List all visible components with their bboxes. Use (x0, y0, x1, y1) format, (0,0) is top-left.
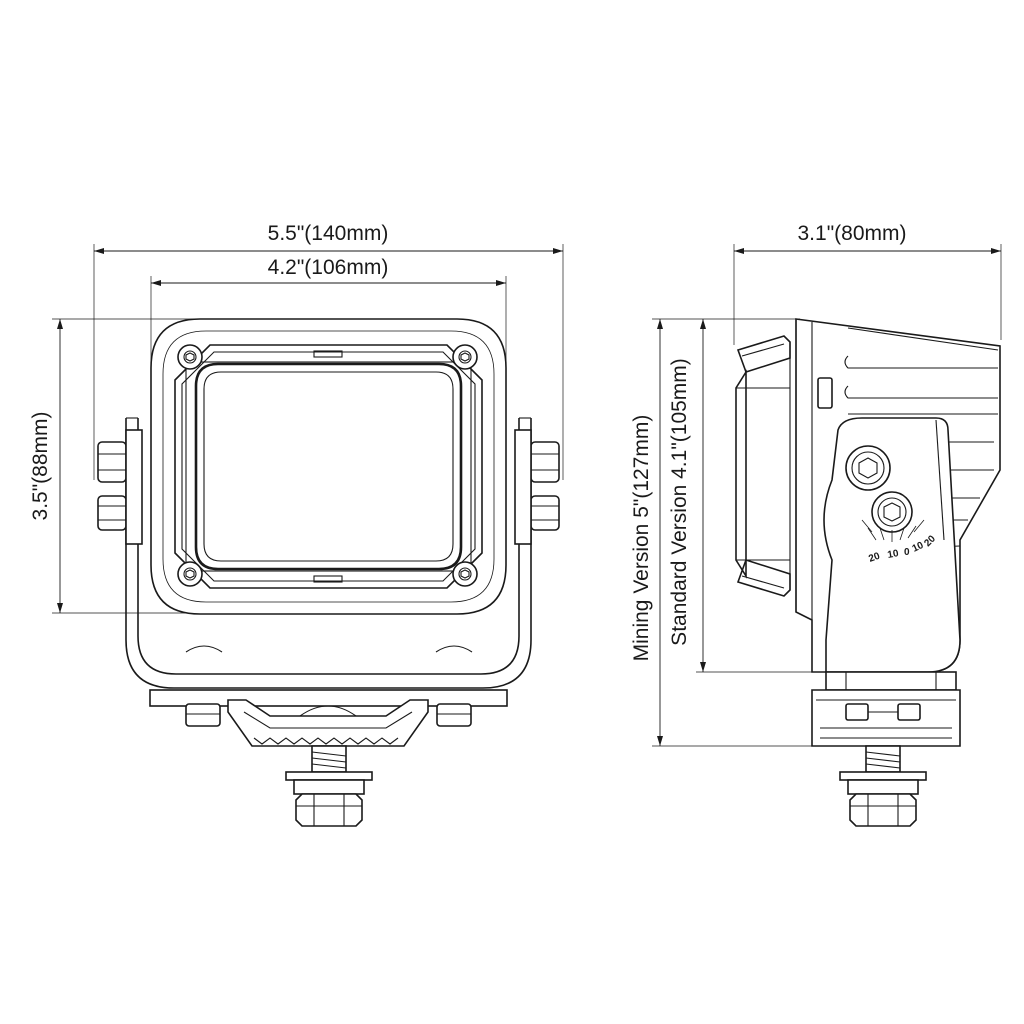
dimension-side-depth: 3.1"(80mm) (733, 222, 1002, 345)
tilt-scale-3: 10 (911, 540, 926, 555)
front-stud-nut (285, 745, 373, 827)
side-view: 20 10 0 10 20 (735, 318, 1001, 827)
side-lens-bezel (735, 335, 791, 597)
front-view (97, 318, 560, 827)
housing-height-label: 3.5"(88mm) (29, 412, 52, 521)
mount-foot (149, 689, 508, 747)
side-bracket-arm (823, 417, 961, 673)
left-mount-bolts (97, 429, 143, 545)
u-bracket (125, 417, 532, 689)
housing-width-label: 4.2"(106mm) (268, 256, 389, 279)
corner-screw-tr (452, 344, 478, 370)
corner-screw-bl (177, 561, 203, 587)
side-depth-label: 3.1"(80mm) (798, 222, 907, 245)
overall-width-label: 5.5"(140mm) (268, 222, 389, 245)
corner-screw-br (452, 561, 478, 587)
tilt-scale-0: 20 (867, 551, 882, 565)
lamp-housing (150, 318, 507, 615)
dimension-housing-height: 3.5"(88mm) (29, 318, 196, 614)
side-mount-base (811, 671, 961, 747)
dimension-overall-width: 5.5"(140mm) (93, 222, 564, 480)
pivot-bolt-upper (845, 445, 891, 491)
mining-height-label: Mining Version 5"(127mm) (630, 415, 653, 662)
side-stud-nut (839, 745, 927, 827)
pivot-bolt-lower (871, 491, 913, 533)
dimension-mining-height: Mining Version 5"(127mm) (630, 318, 812, 747)
dimension-standard-height: Standard Version 4.1"(105mm) (668, 319, 812, 673)
dimension-housing-width: 4.2"(106mm) (150, 256, 507, 420)
corner-screw-tl (177, 344, 203, 370)
standard-height-label: Standard Version 4.1"(105mm) (668, 358, 691, 646)
tilt-scale-2: 0 (904, 547, 910, 558)
right-mount-bolts (514, 429, 560, 545)
tilt-scale-1: 10 (887, 548, 900, 561)
tilt-scale: 20 10 0 10 20 (861, 519, 938, 565)
